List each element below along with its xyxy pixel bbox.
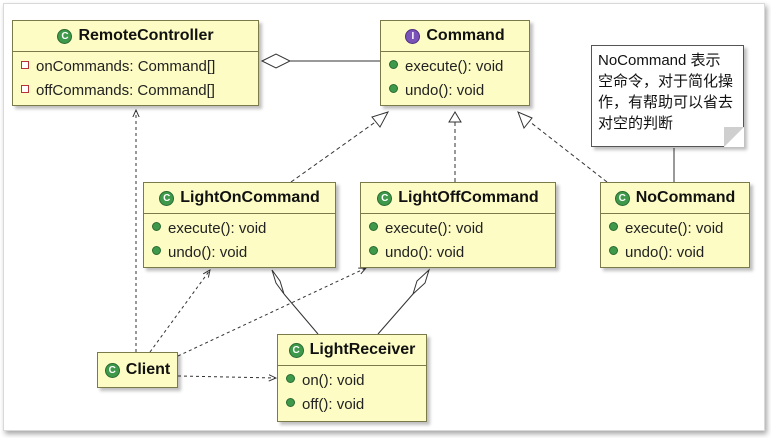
class-light-receiver[interactable]: C LightReceiver on(): void off(): void [277,334,427,422]
public-method-icon [369,246,378,255]
method-item: execute(): void [381,55,529,79]
class-name: LightOffCommand [398,189,539,206]
method-list: execute(): void undo(): void [144,214,335,265]
method-item: undo(): void [381,79,529,103]
class-name: LightOnCommand [180,189,320,206]
public-method-icon [152,246,161,255]
class-icon: C [159,191,175,206]
class-name: RemoteController [78,27,214,44]
class-client[interactable]: C Client [97,352,178,388]
class-header: C Client [98,353,177,387]
class-header: C RemoteController [13,21,258,52]
method-item: undo(): void [144,241,335,265]
method-item: undo(): void [601,241,749,265]
attribute-item: offCommands: Command[] [13,79,258,103]
public-method-icon [286,374,295,383]
public-method-icon [609,246,618,255]
private-attribute-icon [21,61,29,69]
class-header: I Command [381,21,529,52]
public-method-icon [389,84,398,93]
interface-command[interactable]: I Command execute(): void undo(): void [380,20,530,106]
class-light-off-command[interactable]: C LightOffCommand execute(): void undo():… [360,182,556,268]
class-icon: C [377,191,393,206]
class-name: LightReceiver [309,341,416,358]
class-icon: C [104,363,120,378]
method-item: execute(): void [361,217,555,241]
private-attribute-icon [21,85,29,93]
note-line: 作，有帮助可以省去 [598,94,734,111]
method-list: on(): void off(): void [278,366,426,417]
method-item: off(): void [278,393,426,417]
method-item: on(): void [278,369,426,393]
note-line: 对空的判断 [598,115,674,132]
public-method-icon [286,398,295,407]
method-item: execute(): void [144,217,335,241]
class-name: Client [125,361,171,378]
class-header: C NoCommand [601,183,749,214]
class-header: C LightOffCommand [361,183,555,214]
class-name: Command [426,27,505,44]
attribute-item: onCommands: Command[] [13,55,258,79]
class-remote-controller[interactable]: C RemoteController onCommands: Command[] … [12,20,259,106]
class-icon: C [57,29,73,44]
note-line: 空命令，对于简化操 [598,73,734,90]
class-no-command[interactable]: C NoCommand execute(): void undo(): void [600,182,750,268]
note-fold-corner [724,127,744,147]
note-nocommand: NoCommand 表示 空命令，对于简化操 作，有帮助可以省去 对空的判断 [591,45,744,147]
attribute-list: onCommands: Command[] offCommands: Comma… [13,52,258,103]
public-method-icon [152,222,161,231]
public-method-icon [609,222,618,231]
class-name: NoCommand [635,189,736,206]
method-list: execute(): void undo(): void [361,214,555,265]
method-list: execute(): void undo(): void [601,214,749,265]
class-light-on-command[interactable]: C LightOnCommand execute(): void undo(): … [143,182,336,268]
interface-icon: I [405,29,421,44]
note-line: NoCommand 表示 [598,52,721,69]
public-method-icon [389,60,398,69]
class-header: C LightReceiver [278,335,426,366]
class-icon: C [288,343,304,358]
method-item: undo(): void [361,241,555,265]
public-method-icon [369,222,378,231]
class-header: C LightOnCommand [144,183,335,214]
method-item: execute(): void [601,217,749,241]
method-list: execute(): void undo(): void [381,52,529,103]
class-icon: C [614,191,630,206]
